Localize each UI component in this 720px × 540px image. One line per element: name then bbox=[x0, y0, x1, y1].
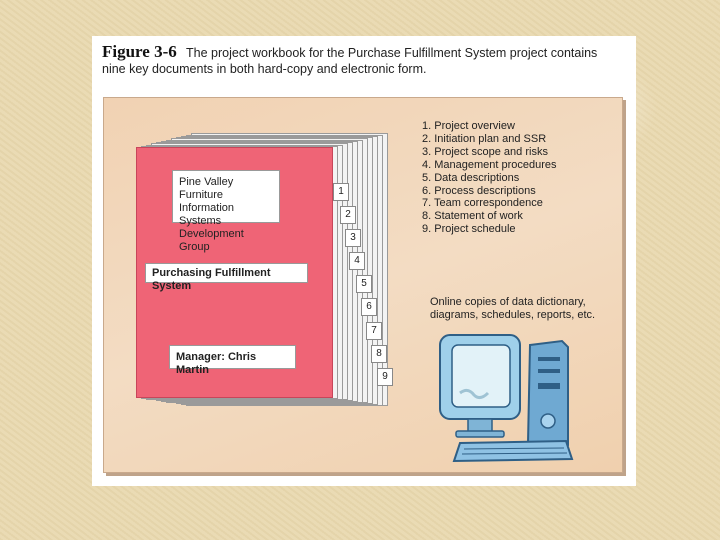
binder-tab: 7 bbox=[366, 322, 382, 340]
caption-text: The project workbook for the Purchase Fu… bbox=[102, 46, 598, 76]
online-copies-note: Online copies of data dictionary, diagra… bbox=[430, 296, 596, 321]
keyboard-icon bbox=[452, 439, 574, 463]
binder-tab: 3 bbox=[345, 229, 361, 247]
binder-tab: 1 bbox=[333, 183, 349, 201]
list-item: 8. Statement of work bbox=[422, 210, 523, 223]
list-item: 5. Data descriptions bbox=[422, 171, 520, 184]
binder-tab: 4 bbox=[349, 252, 365, 270]
company-line: Development Group bbox=[179, 228, 244, 253]
list-item: 7. Team correspondence bbox=[422, 197, 543, 210]
slide-card: Figure 3-6 The project workbook for the … bbox=[92, 36, 636, 486]
list-item: 6. Process descriptions bbox=[422, 184, 536, 197]
binder-cover: Pine Valley Furniture Information System… bbox=[136, 147, 333, 398]
figure-illustration: Pine Valley Furniture Information System… bbox=[103, 97, 623, 473]
computer-illustration bbox=[439, 334, 574, 463]
list-item: 9. Project schedule bbox=[422, 223, 516, 236]
monitor-icon bbox=[439, 334, 521, 438]
list-item: 3. Project scope and risks bbox=[422, 145, 548, 158]
binder-tab: 8 bbox=[371, 345, 387, 363]
list-item: 4. Management procedures bbox=[422, 158, 557, 171]
binder-tab: 9 bbox=[377, 368, 393, 386]
binder-tab: 2 bbox=[340, 206, 356, 224]
list-item: 2. Initiation plan and SSR bbox=[422, 132, 547, 145]
company-label: Pine Valley Furniture Information System… bbox=[172, 170, 280, 253]
system-name-label: Purchasing Fulfillment System bbox=[145, 263, 308, 292]
tower-icon bbox=[526, 339, 569, 451]
list-item: 1. Project overview bbox=[422, 120, 515, 132]
document-list: 1. Project overview 2. Initiation plan a… bbox=[422, 120, 557, 236]
company-line: Pine Valley Furniture bbox=[179, 176, 234, 201]
company-line: Information Systems bbox=[179, 202, 235, 227]
binder-tab: 6 bbox=[361, 298, 377, 316]
manager-label: Manager: Chris Martin bbox=[169, 345, 296, 376]
figure-caption: Figure 3-6 The project workbook for the … bbox=[102, 42, 622, 77]
figure-label: Figure 3-6 bbox=[102, 42, 177, 61]
binder-tab: 5 bbox=[356, 275, 372, 293]
